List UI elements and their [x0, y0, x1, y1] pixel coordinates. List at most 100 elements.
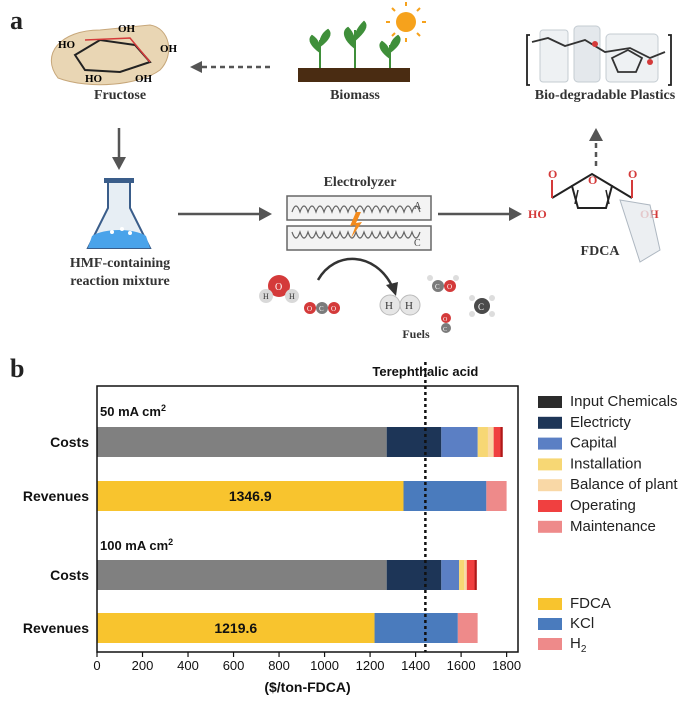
legend-label: Capital: [570, 435, 617, 452]
fructose-molecule: HO OH OH HO OH: [50, 23, 178, 86]
fructose-oh-label: HO: [58, 39, 76, 51]
svg-text:O: O: [588, 173, 597, 187]
svg-text:O: O: [548, 167, 557, 181]
hcoo-atom-label: C: [435, 283, 440, 291]
dashed-arrow-left: [190, 61, 270, 73]
group-title: 100 mA cm2: [100, 537, 173, 553]
bar-segment: [457, 613, 478, 643]
arrow-down: [112, 128, 126, 170]
bar-value-label: 1346.9: [229, 488, 272, 504]
bar-segment: [459, 560, 465, 590]
legend-swatch: [538, 500, 562, 512]
ch4-atom-label: C: [478, 302, 484, 312]
panel-a-letter: a: [10, 6, 23, 35]
legend-label: Electricty: [570, 414, 631, 431]
co-atom-label: C: [443, 327, 447, 333]
bar-segment: [477, 427, 488, 457]
fructose-oh-label: HO: [85, 73, 103, 85]
h2o-atom-label: H: [263, 292, 269, 301]
electrolyzer-icon: A C: [286, 195, 432, 251]
legend-swatch: [538, 479, 562, 492]
h2o-atom-label: O: [275, 282, 282, 293]
flask-icon: [86, 178, 152, 249]
biomass-label: Biomass: [330, 88, 380, 103]
x-tick-label: 1000: [310, 658, 339, 673]
fructose-oh-label: OH: [118, 23, 136, 35]
fdca-label: FDCA: [580, 244, 620, 259]
electrolyzer-label: Electrolyzer: [323, 175, 397, 190]
plastics-label: Bio-degradable Plastics: [534, 88, 676, 103]
bar-segment: [386, 427, 442, 457]
plastics-illustration: [526, 25, 672, 86]
bar-segment: [97, 613, 375, 643]
legend-label: KCl: [570, 615, 594, 632]
co2-atom-label: O: [307, 305, 312, 313]
legend-label: Maintenance: [570, 518, 656, 535]
arrow-right: [178, 207, 272, 221]
fructose-label: Fructose: [93, 88, 147, 103]
fructose-oh-label: OH: [135, 73, 153, 85]
x-axis-label: ($/ton-FDCA): [264, 679, 350, 695]
legend-swatch: [538, 437, 562, 450]
reference-line-label: Terephthalic acid: [372, 364, 478, 379]
legend-swatch: [538, 618, 562, 630]
bar-segment: [474, 560, 477, 590]
bar-segment: [464, 560, 467, 590]
bar-segment: [97, 427, 387, 457]
bar-value-label: 1219.6: [214, 620, 257, 636]
h2o-atom-label: H: [289, 292, 295, 301]
reactant-molecules: O H H O C O: [259, 257, 398, 314]
bar-segment: [500, 427, 503, 457]
plot-frame: [96, 385, 519, 653]
cell-c-label: C: [414, 238, 421, 249]
arrow-right: [438, 207, 522, 221]
group-title: 50 mA cm2: [100, 403, 166, 419]
category-label: Revenues: [23, 620, 89, 636]
legend-label: Operating: [570, 497, 636, 514]
legend-swatch: [538, 638, 562, 650]
biomass-illustration: [298, 2, 426, 82]
legend-swatch: [538, 396, 562, 408]
bar-segment: [374, 613, 458, 643]
bar-segment: [97, 560, 387, 590]
fdca-molecule: O O O HO OH: [528, 167, 661, 263]
bar-segment: [403, 481, 487, 511]
h2-atom-label: H: [385, 300, 393, 312]
co2-atom-label: C: [319, 305, 324, 313]
category-label: Revenues: [23, 488, 89, 504]
cell-a-label: A: [414, 201, 422, 212]
dashed-arrow-up: [589, 128, 603, 166]
legend-label: Balance of plant: [570, 476, 678, 493]
svg-text:O: O: [628, 167, 637, 181]
h2-atom-label: H: [405, 300, 413, 312]
x-tick-label: 600: [223, 658, 245, 673]
x-tick-label: 1200: [356, 658, 385, 673]
legend-swatch: [538, 416, 562, 429]
bar-segment: [386, 560, 442, 590]
x-tick-label: 1800: [492, 658, 521, 673]
hcoo-atom-label: O: [447, 283, 452, 291]
legend-swatch: [538, 458, 562, 471]
bar-segment: [466, 560, 475, 590]
fuel-molecules: H H C O C O C: [379, 275, 495, 333]
fdca-oh-left: HO: [528, 207, 547, 221]
hmf-label-line1: HMF-containing: [69, 256, 171, 271]
panel-a-schematic: HO OH OH HO OH: [50, 2, 672, 333]
x-tick-label: 200: [132, 658, 154, 673]
bar-segment: [486, 481, 507, 511]
legend-label: H2: [570, 635, 587, 655]
hmf-label-line2: reaction mixture: [70, 274, 170, 289]
x-tick-label: 800: [268, 658, 290, 673]
legend-swatch: [538, 520, 562, 533]
bar-segment: [97, 481, 404, 511]
x-tick-label: 0: [93, 658, 100, 673]
panel-b-letter: b: [10, 354, 25, 383]
legend-label: FDCA: [570, 595, 611, 612]
co2-atom-label: O: [331, 305, 336, 313]
category-label: Costs: [50, 567, 89, 583]
bar-segment: [493, 427, 501, 457]
x-tick-label: 400: [177, 658, 199, 673]
bar-segment: [487, 427, 494, 457]
x-tick-label: 1400: [401, 658, 430, 673]
